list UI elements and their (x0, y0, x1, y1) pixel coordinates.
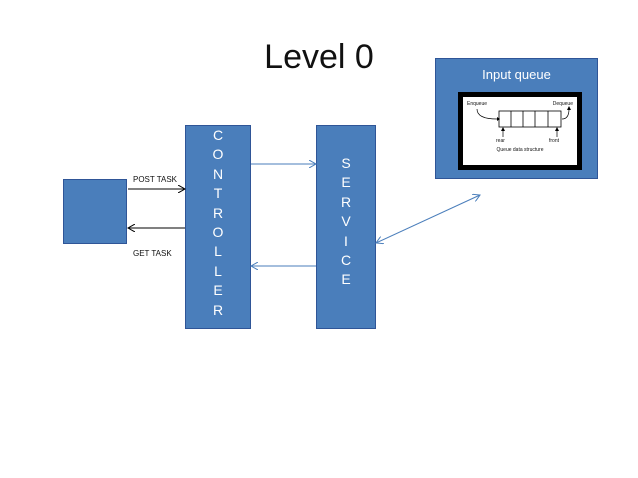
get-task-label: GET TASK (133, 249, 172, 258)
controller-letter: R (212, 204, 224, 221)
service-box: S E R V I C E (316, 125, 376, 329)
controller-letter: O (212, 146, 224, 163)
controller-letter: R (212, 301, 224, 318)
service-letter: S (341, 155, 351, 171)
input-queue-title: Input queue (482, 67, 551, 82)
input-queue-panel: Input queue Enqueue Dequeue rear fron (435, 58, 598, 179)
service-letter: I (344, 232, 348, 249)
controller-box: C O N T R O L L E R (185, 125, 251, 329)
service-letter: C (340, 252, 352, 269)
queue-data-structure-image: Enqueue Dequeue rear front Queue data st… (458, 92, 582, 170)
queue-image-canvas: Enqueue Dequeue rear front Queue data st… (462, 96, 578, 166)
front-label: front (549, 138, 560, 144)
service-letter: V (341, 213, 351, 230)
dequeue-label: Dequeue (552, 101, 573, 107)
service-letter: E (341, 271, 351, 288)
queue-cells-graphic (476, 106, 571, 137)
queue-caption: Queue data structure (496, 147, 544, 153)
controller-letter: L (214, 262, 222, 279)
controller-label: C O N T R O L L E R (186, 126, 250, 320)
service-label: S E R V I C E (317, 154, 375, 290)
service-letter: E (341, 174, 351, 191)
rear-label: rear (496, 138, 505, 144)
service-queue-arrow (376, 195, 480, 243)
controller-letter: L (214, 243, 222, 260)
diagram-title: Level 0 (264, 38, 374, 76)
controller-letter: T (213, 185, 223, 202)
controller-letter: O (212, 224, 224, 241)
controller-letter: C (212, 127, 224, 143)
client-box (63, 179, 127, 244)
post-task-label: POST TASK (133, 175, 178, 184)
service-letter: R (340, 193, 352, 210)
enqueue-label: Enqueue (467, 101, 488, 107)
controller-letter: N (212, 165, 224, 182)
controller-letter: E (213, 282, 223, 299)
